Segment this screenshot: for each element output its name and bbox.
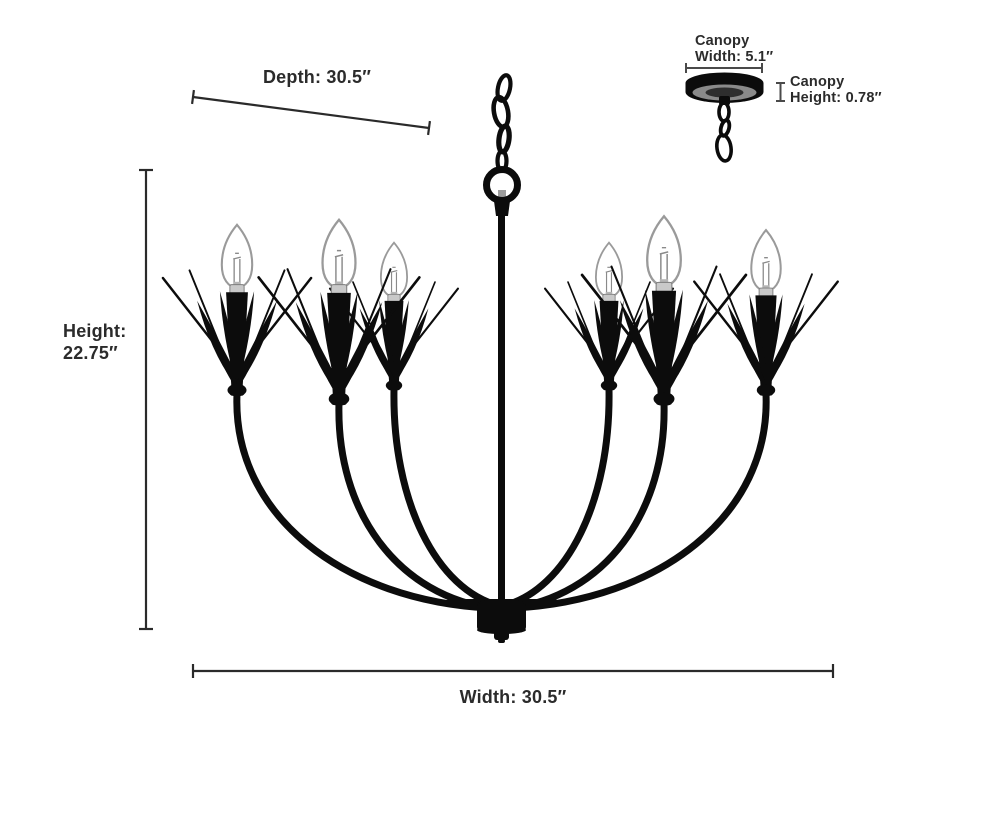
chain-connector [498,190,506,200]
chandelier-arm [390,385,504,610]
canopy-width-label: Canopy Width: 5.1″ [695,33,773,65]
canopy-height-label-line2: Height: 0.78″ [790,90,882,106]
ring-collar [494,201,510,216]
chandelier-arm [499,385,613,610]
bottom-hub [446,599,558,643]
canopy-height-label: Canopy Height: 0.78″ [790,74,882,106]
canopy-width-label-line2: Width: 5.1″ [695,49,774,65]
chandelier-arm [509,390,770,612]
canopy-height-label-line1: Canopy [790,74,845,90]
chandelier-illustration [161,73,839,643]
canopy-disc [685,72,764,105]
canopy-chain [715,101,733,163]
width-label: Width: 30.5″ [459,687,567,707]
height-label: Height: 22.75″ [63,320,126,364]
hanging-chain [491,73,513,174]
bottom-finial [494,631,509,640]
canopy-width-label-line1: Canopy [695,33,750,49]
width-dimension-line [191,664,835,678]
depth-dimension-line [190,89,432,136]
canopy-height-bracket [776,82,785,102]
candle-light [161,223,313,398]
canopy-detail-illustration [685,63,785,163]
height-label-line1: Height: [63,321,127,341]
center-rod [498,214,505,612]
chandelier-arm [233,390,494,612]
dimension-lines [139,89,835,678]
height-label-line2: 22.75″ [63,343,118,363]
depth-label: Depth: 30.5″ [262,67,372,87]
canopy-width-line [685,63,763,73]
hanger-ring [483,166,521,204]
height-dimension-line [139,168,153,631]
